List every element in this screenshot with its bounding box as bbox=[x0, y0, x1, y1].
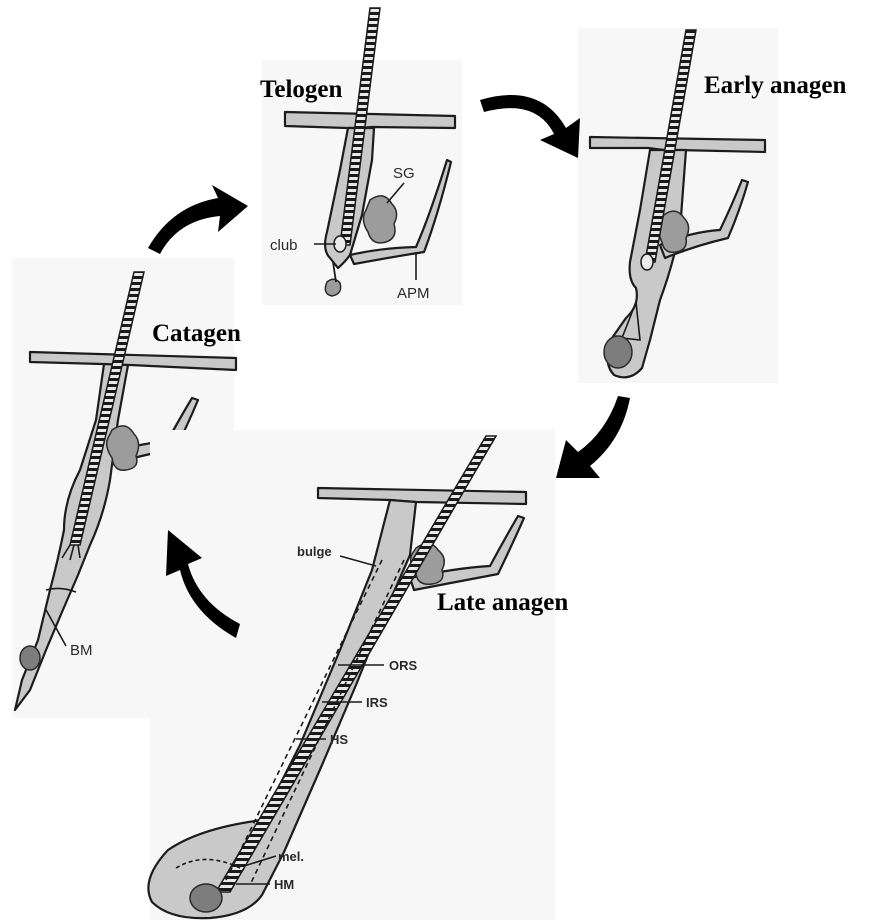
telogen-germ bbox=[325, 279, 340, 296]
late-anagen-follicle bbox=[148, 430, 555, 920]
telogen-epidermis bbox=[285, 112, 455, 128]
catagen-papilla bbox=[20, 646, 40, 670]
early-anagen-club bbox=[641, 254, 653, 270]
stage-title-early-anagen: Early anagen bbox=[704, 72, 846, 99]
label-apm: APM bbox=[397, 285, 430, 302]
telogen-follicle bbox=[262, 8, 462, 305]
stage-title-late-anagen: Late anagen bbox=[437, 589, 568, 616]
stage-title-telogen: Telogen bbox=[260, 76, 343, 103]
stage-title-catagen: Catagen bbox=[152, 320, 241, 347]
arrow-early-to-late-anagen bbox=[556, 396, 630, 478]
label-bm: BM bbox=[70, 642, 93, 659]
label-irs: IRS bbox=[366, 695, 388, 710]
arrow-catagen-to-telogen bbox=[148, 185, 248, 254]
label-sg: SG bbox=[393, 165, 415, 182]
label-club: club bbox=[270, 237, 298, 254]
late-anagen-papilla bbox=[190, 884, 222, 912]
early-anagen-papilla bbox=[604, 336, 632, 368]
label-mel: mel. bbox=[278, 849, 304, 864]
label-hm: HM bbox=[274, 877, 294, 892]
label-bulge: bulge bbox=[297, 544, 332, 559]
label-ors: ORS bbox=[389, 658, 418, 673]
arrow-telogen-to-early-anagen bbox=[480, 95, 580, 158]
label-hs: HS bbox=[330, 732, 348, 747]
